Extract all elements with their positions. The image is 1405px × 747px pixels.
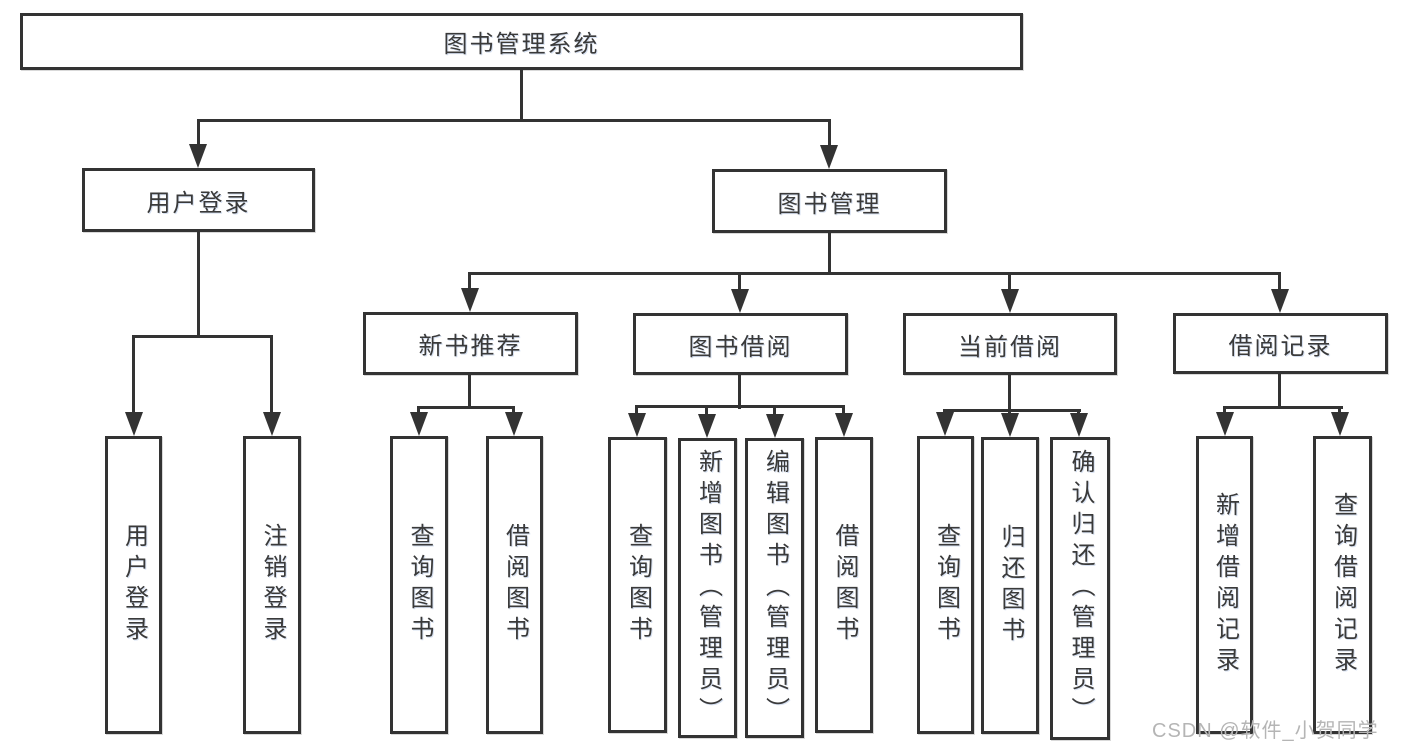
connector-level3-bar (468, 272, 1281, 275)
node-book-borrow-label: 图书借阅 (688, 333, 793, 361)
arrow-into-cb-confirm (1070, 413, 1088, 437)
leaf-rec-query-books-label: 查询图书 (406, 523, 433, 647)
connector-drop-bb-borrow (842, 405, 845, 416)
connector-rec-bar (417, 406, 515, 409)
connector-drop-leaf-login (132, 335, 135, 417)
leaf-bb-borrow-books-label: 借阅图书 (831, 523, 858, 647)
node-book-management-label: 图书管理 (777, 190, 882, 218)
leaf-bb-query-books-label: 查询图书 (624, 523, 652, 647)
arrow-into-new-book (461, 288, 479, 312)
leaf-cb-return-books-label: 归还图书 (997, 523, 1024, 648)
node-user-login-label: 用户登录 (146, 189, 251, 217)
arrow-into-bb-add (698, 414, 716, 438)
connector-bb-bar (635, 405, 845, 408)
arrow-into-bb-query (628, 413, 646, 437)
leaf-br-add-record: 新增借阅记录 (1196, 436, 1253, 734)
connector-drop-user-login (197, 119, 200, 149)
leaf-br-query-record-label: 查询借阅记录 (1329, 492, 1357, 678)
connector-root-bar (197, 119, 831, 122)
arrow-into-br-query (1331, 412, 1349, 436)
leaf-user-login: 用户登录 (105, 436, 162, 734)
leaf-br-query-record: 查询借阅记录 (1313, 436, 1372, 734)
leaf-bb-edit-books: 编辑图书（管理员） (745, 438, 804, 738)
arrow-into-current-borrow (1001, 289, 1019, 313)
arrow-into-bb-edit (766, 414, 784, 438)
arrow-into-user-login (189, 144, 207, 168)
connector-drop-new-book (468, 272, 471, 290)
node-book-management: 图书管理 (712, 169, 947, 233)
connector-drop-book-mgmt (828, 119, 831, 149)
leaf-bb-add-books: 新增图书（管理员） (678, 438, 737, 738)
node-new-book-recommend-label: 新书推荐 (418, 333, 523, 360)
arrow-into-leaf-logout (263, 412, 281, 436)
leaf-logout: 注销登录 (243, 436, 301, 734)
connector-cb-stem (1008, 375, 1011, 412)
connector-drop-leaf-logout (270, 335, 273, 417)
leaf-user-login-label: 用户登录 (120, 523, 148, 647)
leaf-cb-query-books: 查询图书 (917, 436, 974, 734)
connector-br-bar (1223, 406, 1343, 409)
connector-drop-rec-query (417, 406, 420, 416)
connector-drop-borrow-records (1278, 272, 1281, 290)
arrow-into-borrow-records (1271, 289, 1289, 313)
arrow-into-rec-borrow (505, 412, 523, 436)
leaf-rec-borrow-books: 借阅图书 (486, 436, 543, 734)
leaf-cb-confirm-return: 确认归还（管理员） (1050, 437, 1110, 740)
leaf-cb-confirm-return-label: 确认归还（管理员） (1067, 449, 1094, 728)
connector-drop-bb-add (705, 405, 708, 416)
connector-user-login-stem (197, 232, 200, 338)
connector-br-stem (1278, 374, 1281, 409)
csdn-watermark: CSDN @软件_小贺同学 (1152, 720, 1379, 742)
connector-bb-stem (738, 375, 741, 409)
connector-drop-bb-query (635, 405, 638, 416)
node-root-system: 图书管理系统 (20, 13, 1023, 70)
connector-drop-br-query (1338, 406, 1341, 416)
leaf-rec-query-books: 查询图书 (390, 436, 448, 734)
node-book-borrow: 图书借阅 (633, 313, 848, 375)
node-user-login: 用户登录 (82, 168, 315, 232)
connector-drop-rec-borrow (512, 406, 515, 416)
leaf-cb-return-books: 归还图书 (981, 437, 1039, 734)
node-borrow-records: 借阅记录 (1173, 313, 1388, 374)
connector-drop-book-borrow (738, 272, 741, 290)
connector-book-mgmt-stem (828, 233, 831, 275)
node-current-borrow-label: 当前借阅 (958, 333, 1062, 361)
leaf-br-add-record-label: 新增借阅记录 (1211, 492, 1239, 678)
leaf-bb-edit-books-label: 编辑图书（管理员） (761, 448, 789, 728)
node-root-label: 图书管理系统 (443, 31, 600, 58)
connector-root-stem (520, 70, 523, 120)
node-current-borrow: 当前借阅 (903, 313, 1117, 375)
arrow-into-cb-query (936, 412, 954, 436)
connector-drop-br-add (1223, 406, 1226, 416)
arrow-into-leaf-login (125, 412, 143, 436)
arrow-into-br-add (1216, 412, 1234, 436)
leaf-cb-query-books-label: 查询图书 (932, 523, 960, 647)
connector-rec-stem (468, 375, 471, 409)
connector-drop-current-borrow (1008, 272, 1011, 290)
arrow-into-cb-return (1001, 413, 1019, 437)
connector-drop-bb-edit (773, 405, 776, 416)
arrow-into-book-borrow (731, 289, 749, 313)
connector-cb-bar (943, 409, 1081, 412)
leaf-bb-add-books-label: 新增图书（管理员） (694, 448, 722, 728)
arrow-into-rec-query (410, 412, 428, 436)
node-borrow-records-label: 借阅记录 (1228, 333, 1333, 360)
leaf-logout-label: 注销登录 (259, 523, 286, 647)
connector-user-login-bar (132, 335, 273, 338)
node-new-book-recommend: 新书推荐 (363, 312, 578, 375)
leaf-rec-borrow-books-label: 借阅图书 (501, 523, 529, 647)
leaf-bb-borrow-books: 借阅图书 (815, 437, 873, 733)
arrow-into-bb-borrow (835, 413, 853, 437)
leaf-bb-query-books: 查询图书 (608, 437, 667, 733)
arrow-into-book-mgmt (820, 145, 838, 169)
